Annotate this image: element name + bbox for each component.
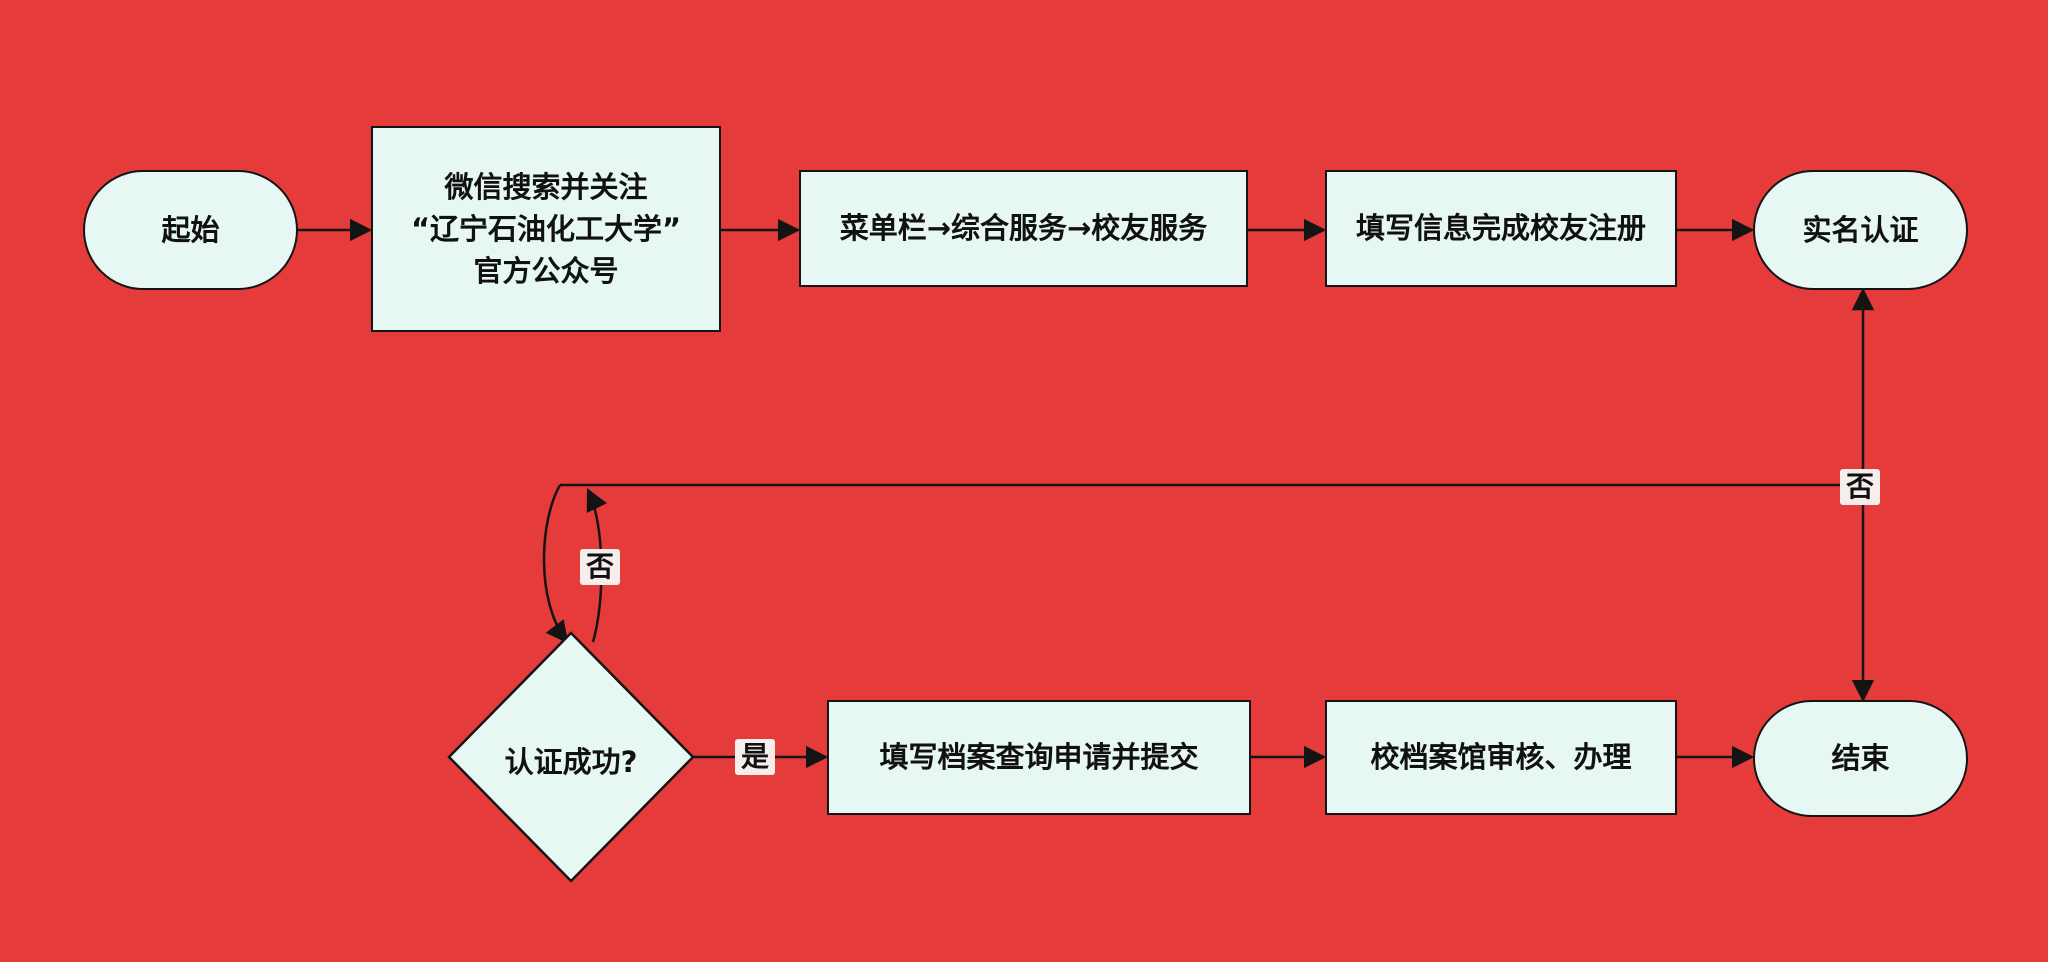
label-no-right: 否 (1840, 469, 1881, 505)
node-follow-official-account: 微信搜索并关注 “辽宁石油化工大学” 官方公众号 (371, 126, 721, 332)
line-loop-left-outer (542, 484, 569, 644)
node-follow-line-3: 官方公众号 (473, 254, 619, 289)
node-apply: 填写档案查询申请并提交 (827, 700, 1251, 815)
node-decision-label: 认证成功? (504, 745, 638, 779)
decision-diamond (447, 631, 695, 883)
node-start: 起始 (83, 170, 298, 290)
node-follow-line-2: “辽宁石油化工大学” (410, 211, 682, 246)
node-review: 校档案馆审核、办理 (1325, 700, 1677, 815)
node-end: 结束 (1753, 700, 1968, 817)
label-yes: 是 (735, 739, 776, 775)
node-register: 填写信息完成校友注册 (1325, 170, 1677, 287)
label-no-left: 否 (580, 549, 621, 585)
node-follow-line-1: 微信搜索并关注 (444, 169, 648, 204)
node-menu-path: 菜单栏→综合服务→校友服务 (799, 170, 1248, 287)
node-verify: 实名认证 (1753, 170, 1968, 290)
